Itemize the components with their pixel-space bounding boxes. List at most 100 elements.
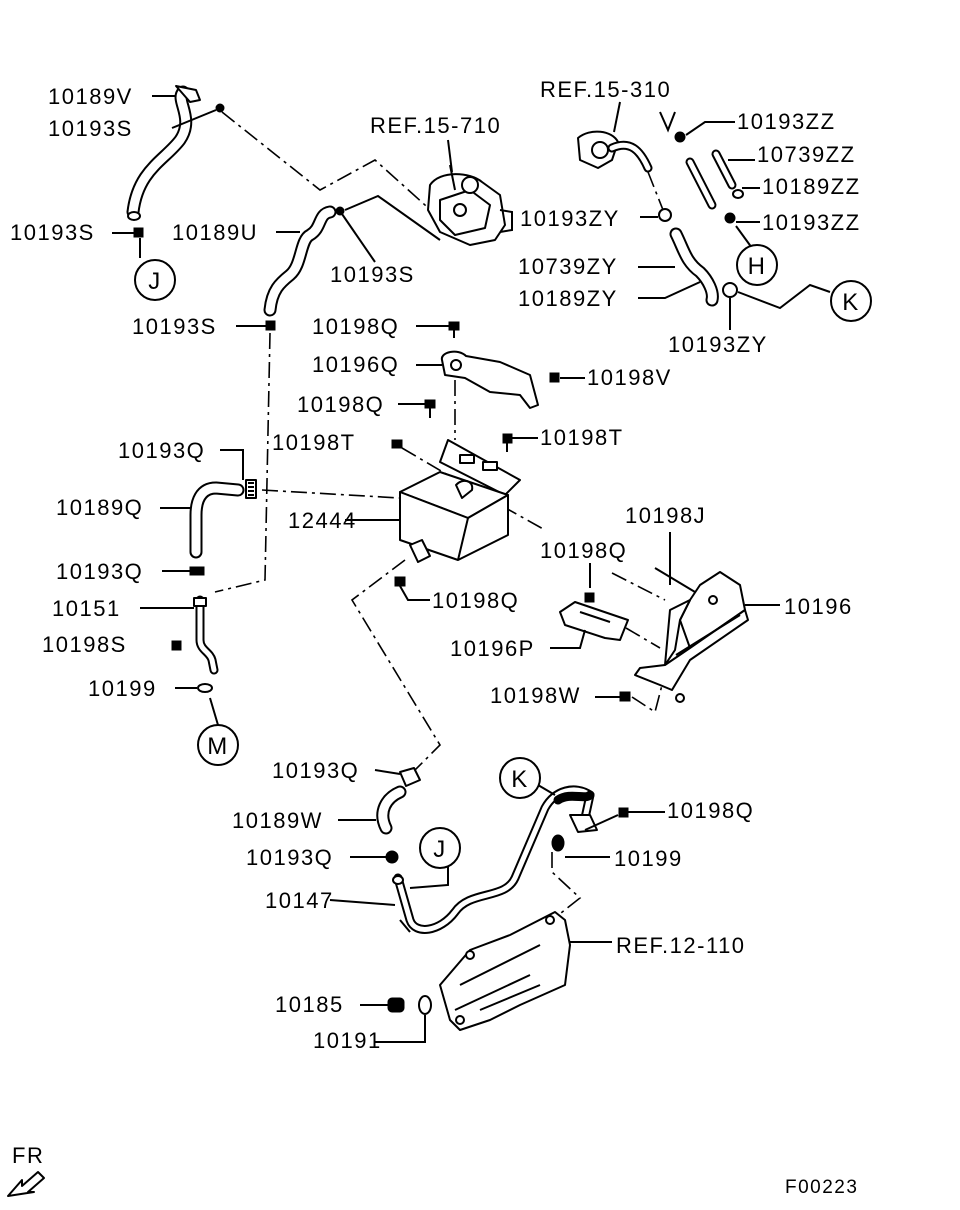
label-10193zy-bottom: 10193ZY (668, 332, 768, 357)
hose-10189v[interactable] (126, 85, 201, 221)
svg-text:J: J (433, 836, 447, 863)
label-10193zz-bottom: 10193ZZ (762, 210, 861, 235)
label-10193s-top: 10193S (48, 116, 133, 141)
clamp-10193zz-bottom[interactable] (724, 212, 736, 224)
connector-h: H (736, 244, 778, 286)
label-ref-15-310: REF.15-310 (540, 77, 671, 102)
label-10198j: 10198J (625, 503, 706, 528)
label-10189zy: 10189ZY (518, 286, 618, 311)
bolt-10198t-right[interactable] (502, 433, 513, 452)
clamp-10193zy-bottom[interactable] (722, 282, 738, 298)
svg-text:M: M (207, 733, 229, 760)
label-10189q: 10189Q (56, 495, 143, 520)
label-10198q-d: 10198Q (540, 538, 627, 563)
label-10739zz: 10739ZZ (757, 142, 856, 167)
clamp-10193q-b[interactable] (189, 566, 205, 576)
bolt-10198q-b[interactable] (424, 399, 436, 418)
gasket-10199-b[interactable] (551, 834, 565, 852)
bolt-10198t-left[interactable] (391, 439, 403, 449)
label-ref-12-110: REF.12-110 (616, 933, 746, 958)
ref-15-310-assembly (577, 130, 653, 173)
clamp-10193s-lower[interactable] (265, 320, 276, 331)
label-10189w: 10189W (232, 808, 323, 833)
clamp-10193q-c[interactable] (399, 767, 421, 787)
bolt-10198q-e[interactable] (618, 807, 629, 818)
bracket-10196q[interactable] (440, 350, 539, 409)
clamp-10193q-d[interactable] (385, 850, 399, 864)
label-10193s-lower: 10193S (132, 314, 217, 339)
hose-10189w[interactable] (376, 785, 407, 835)
label-10151: 10151 (52, 596, 121, 621)
svg-text:K: K (511, 766, 529, 793)
front-arrow-icon (7, 1171, 45, 1197)
label-10191: 10191 (313, 1028, 382, 1053)
connector-k-upper: K (830, 280, 872, 322)
label-10198t-left: 10198T (272, 430, 356, 455)
label-10198q-a: 10198Q (312, 314, 399, 339)
label-10189zz: 10189ZZ (762, 174, 861, 199)
pipe-10147[interactable] (392, 785, 595, 934)
label-10185: 10185 (275, 992, 344, 1017)
bolt-10198w[interactable] (619, 691, 631, 702)
gasket-10199-a[interactable] (197, 683, 213, 693)
label-10739zy: 10739ZY (518, 254, 618, 279)
reservoir-tank-12444[interactable] (399, 439, 521, 563)
ref-12-110-cover (439, 911, 571, 1031)
label-10198q-c: 10198Q (432, 588, 519, 613)
clamp-10193zy-top[interactable] (658, 208, 672, 222)
connector-m: M (197, 724, 239, 766)
pipe-10151[interactable] (193, 595, 219, 675)
hose-10739zz[interactable] (685, 149, 737, 210)
bolt-10198q-c[interactable] (394, 576, 406, 587)
clamp-10193q-a[interactable] (245, 479, 257, 499)
label-10193q-d: 10193Q (246, 845, 333, 870)
clamp-10193s-top[interactable] (215, 103, 225, 113)
bolt-10198v[interactable] (549, 372, 560, 383)
diagram-code: F00223 (785, 1177, 858, 1198)
label-10196p: 10196P (450, 636, 535, 661)
label-10198v: 10198V (587, 365, 672, 390)
label-10198q-e: 10198Q (667, 798, 754, 823)
label-10147: 10147 (265, 888, 334, 913)
label-12444: 12444 (288, 508, 357, 533)
label-10199-b: 10199 (614, 846, 683, 871)
label-10193q-c: 10193Q (272, 758, 359, 783)
label-10193s-left: 10193S (10, 220, 95, 245)
clamp-10193zz-top[interactable] (674, 131, 686, 143)
clamp-10193s-left[interactable] (133, 227, 144, 238)
plug-10185[interactable] (387, 997, 405, 1013)
bolt-10198q-d[interactable] (584, 592, 595, 603)
label-10199-a: 10199 (88, 676, 157, 701)
label-10193q-a: 10193Q (118, 438, 205, 463)
connector-k-lower: K (499, 757, 541, 799)
bracket-10196[interactable] (634, 571, 749, 703)
label-10198w: 10198W (490, 683, 581, 708)
label-ref-15-710: REF.15-710 (370, 113, 501, 138)
direction-label: FR (12, 1143, 44, 1168)
bolt-10198s[interactable] (171, 640, 182, 651)
label-10193zz-top: 10193ZZ (737, 109, 836, 134)
label-10193zy-top: 10193ZY (520, 206, 620, 231)
label-10198q-b: 10198Q (297, 392, 384, 417)
label-10196q: 10196Q (312, 352, 399, 377)
bolt-10198q-a[interactable] (448, 321, 460, 338)
label-10189v: 10189V (48, 84, 133, 109)
svg-text:K: K (842, 289, 860, 316)
label-10198t-right: 10198T (540, 425, 624, 450)
seal-10191[interactable] (418, 995, 432, 1015)
hose-10189u[interactable] (263, 205, 337, 317)
label-10189u: 10189U (172, 220, 258, 245)
ref-15-710-assembly (427, 164, 513, 246)
connector-j-upper: J (134, 259, 176, 301)
hose-10189zy[interactable] (669, 227, 719, 307)
label-10193q-b: 10193Q (56, 559, 143, 584)
label-10193s-mid: 10193S (330, 262, 415, 287)
svg-text:H: H (748, 253, 767, 280)
hose-10189q[interactable] (189, 481, 245, 559)
bracket-10196p[interactable] (559, 601, 629, 641)
label-10198s: 10198S (42, 632, 127, 657)
label-10196: 10196 (784, 594, 853, 619)
clamp-10193s-mid[interactable] (335, 206, 345, 216)
svg-text:J: J (148, 268, 162, 295)
